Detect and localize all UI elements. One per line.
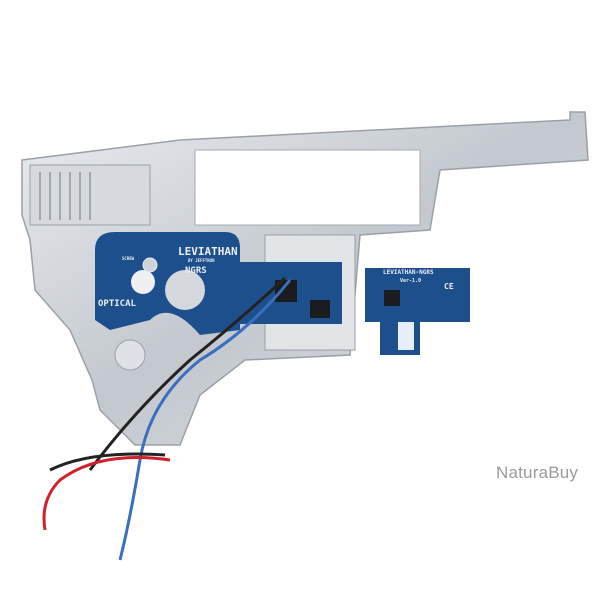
board-optical-text: OPTICAL	[98, 299, 137, 309]
board-sub-text: BY JEFFTRON	[188, 258, 215, 263]
small-board-version: Ver-1.0	[400, 278, 421, 284]
watermark: NaturaBuy	[496, 463, 579, 482]
board-model-text: NGRS	[185, 266, 207, 276]
board-brand-text: LEVIATHAN	[178, 245, 238, 258]
ce-mark: CE	[444, 282, 454, 291]
small-board-brand: LEVIATHAN-NGRS	[383, 269, 434, 276]
secondary-pcb: LEVIATHAN-NGRS Ver-1.0 CE	[365, 268, 470, 355]
wires	[42, 276, 292, 561]
board-screw-text: SCREW	[122, 256, 135, 261]
main-pcb: LEVIATHAN BY JEFFTRON NGRS OPTICAL SCREW	[95, 232, 342, 371]
